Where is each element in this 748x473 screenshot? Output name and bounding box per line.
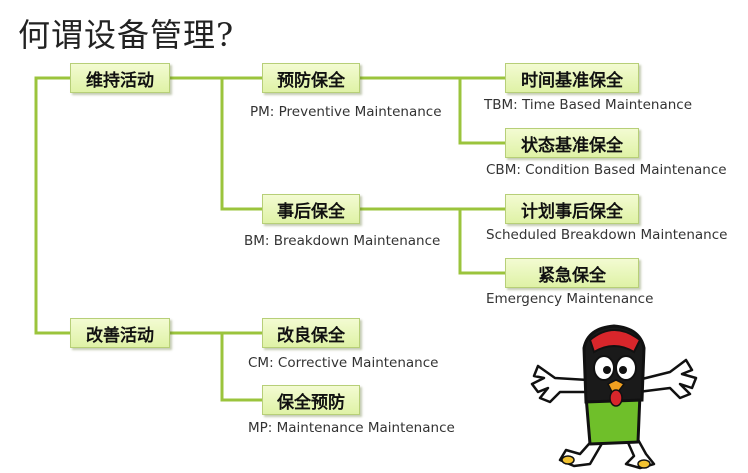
note-breakdown-maintenance: BM: Breakdown Maintenance [244,233,441,249]
note-condition-based-maintenance: CBM: Condition Based Maintenance [486,162,727,178]
node-condition-based-maintenance[interactable]: 状态基准保全 [505,128,639,158]
node-emergency-maintenance[interactable]: 紧急保全 [505,258,639,288]
note-maintenance-prevention: MP: Maintenance Maintenance [248,420,455,436]
node-breakdown-maintenance[interactable]: 事后保全 [262,194,360,224]
note-emergency-maintenance: Emergency Maintenance [486,291,654,307]
note-scheduled-breakdown-maintenance: Scheduled Breakdown Maintenance [486,227,728,243]
note-corrective-maintenance: CM: Corrective Maintenance [248,355,439,371]
page-title: 何谓设备管理? [18,16,235,54]
node-improve-activity[interactable]: 改善活动 [70,318,170,348]
node-corrective-maintenance[interactable]: 改良保全 [262,318,360,348]
note-time-based-maintenance: TBM: Time Based Maintenance [484,97,692,113]
node-maintenance-prevention[interactable]: 保全预防 [262,385,360,415]
mascot-illustration [530,324,698,470]
node-maintain-activity[interactable]: 维持活动 [70,63,170,93]
node-scheduled-breakdown-maintenance[interactable]: 计划事后保全 [505,194,639,224]
node-preventive-maintenance[interactable]: 预防保全 [262,63,360,93]
node-time-based-maintenance[interactable]: 时间基准保全 [505,63,639,93]
note-preventive-maintenance: PM: Preventive Maintenance [250,104,442,120]
